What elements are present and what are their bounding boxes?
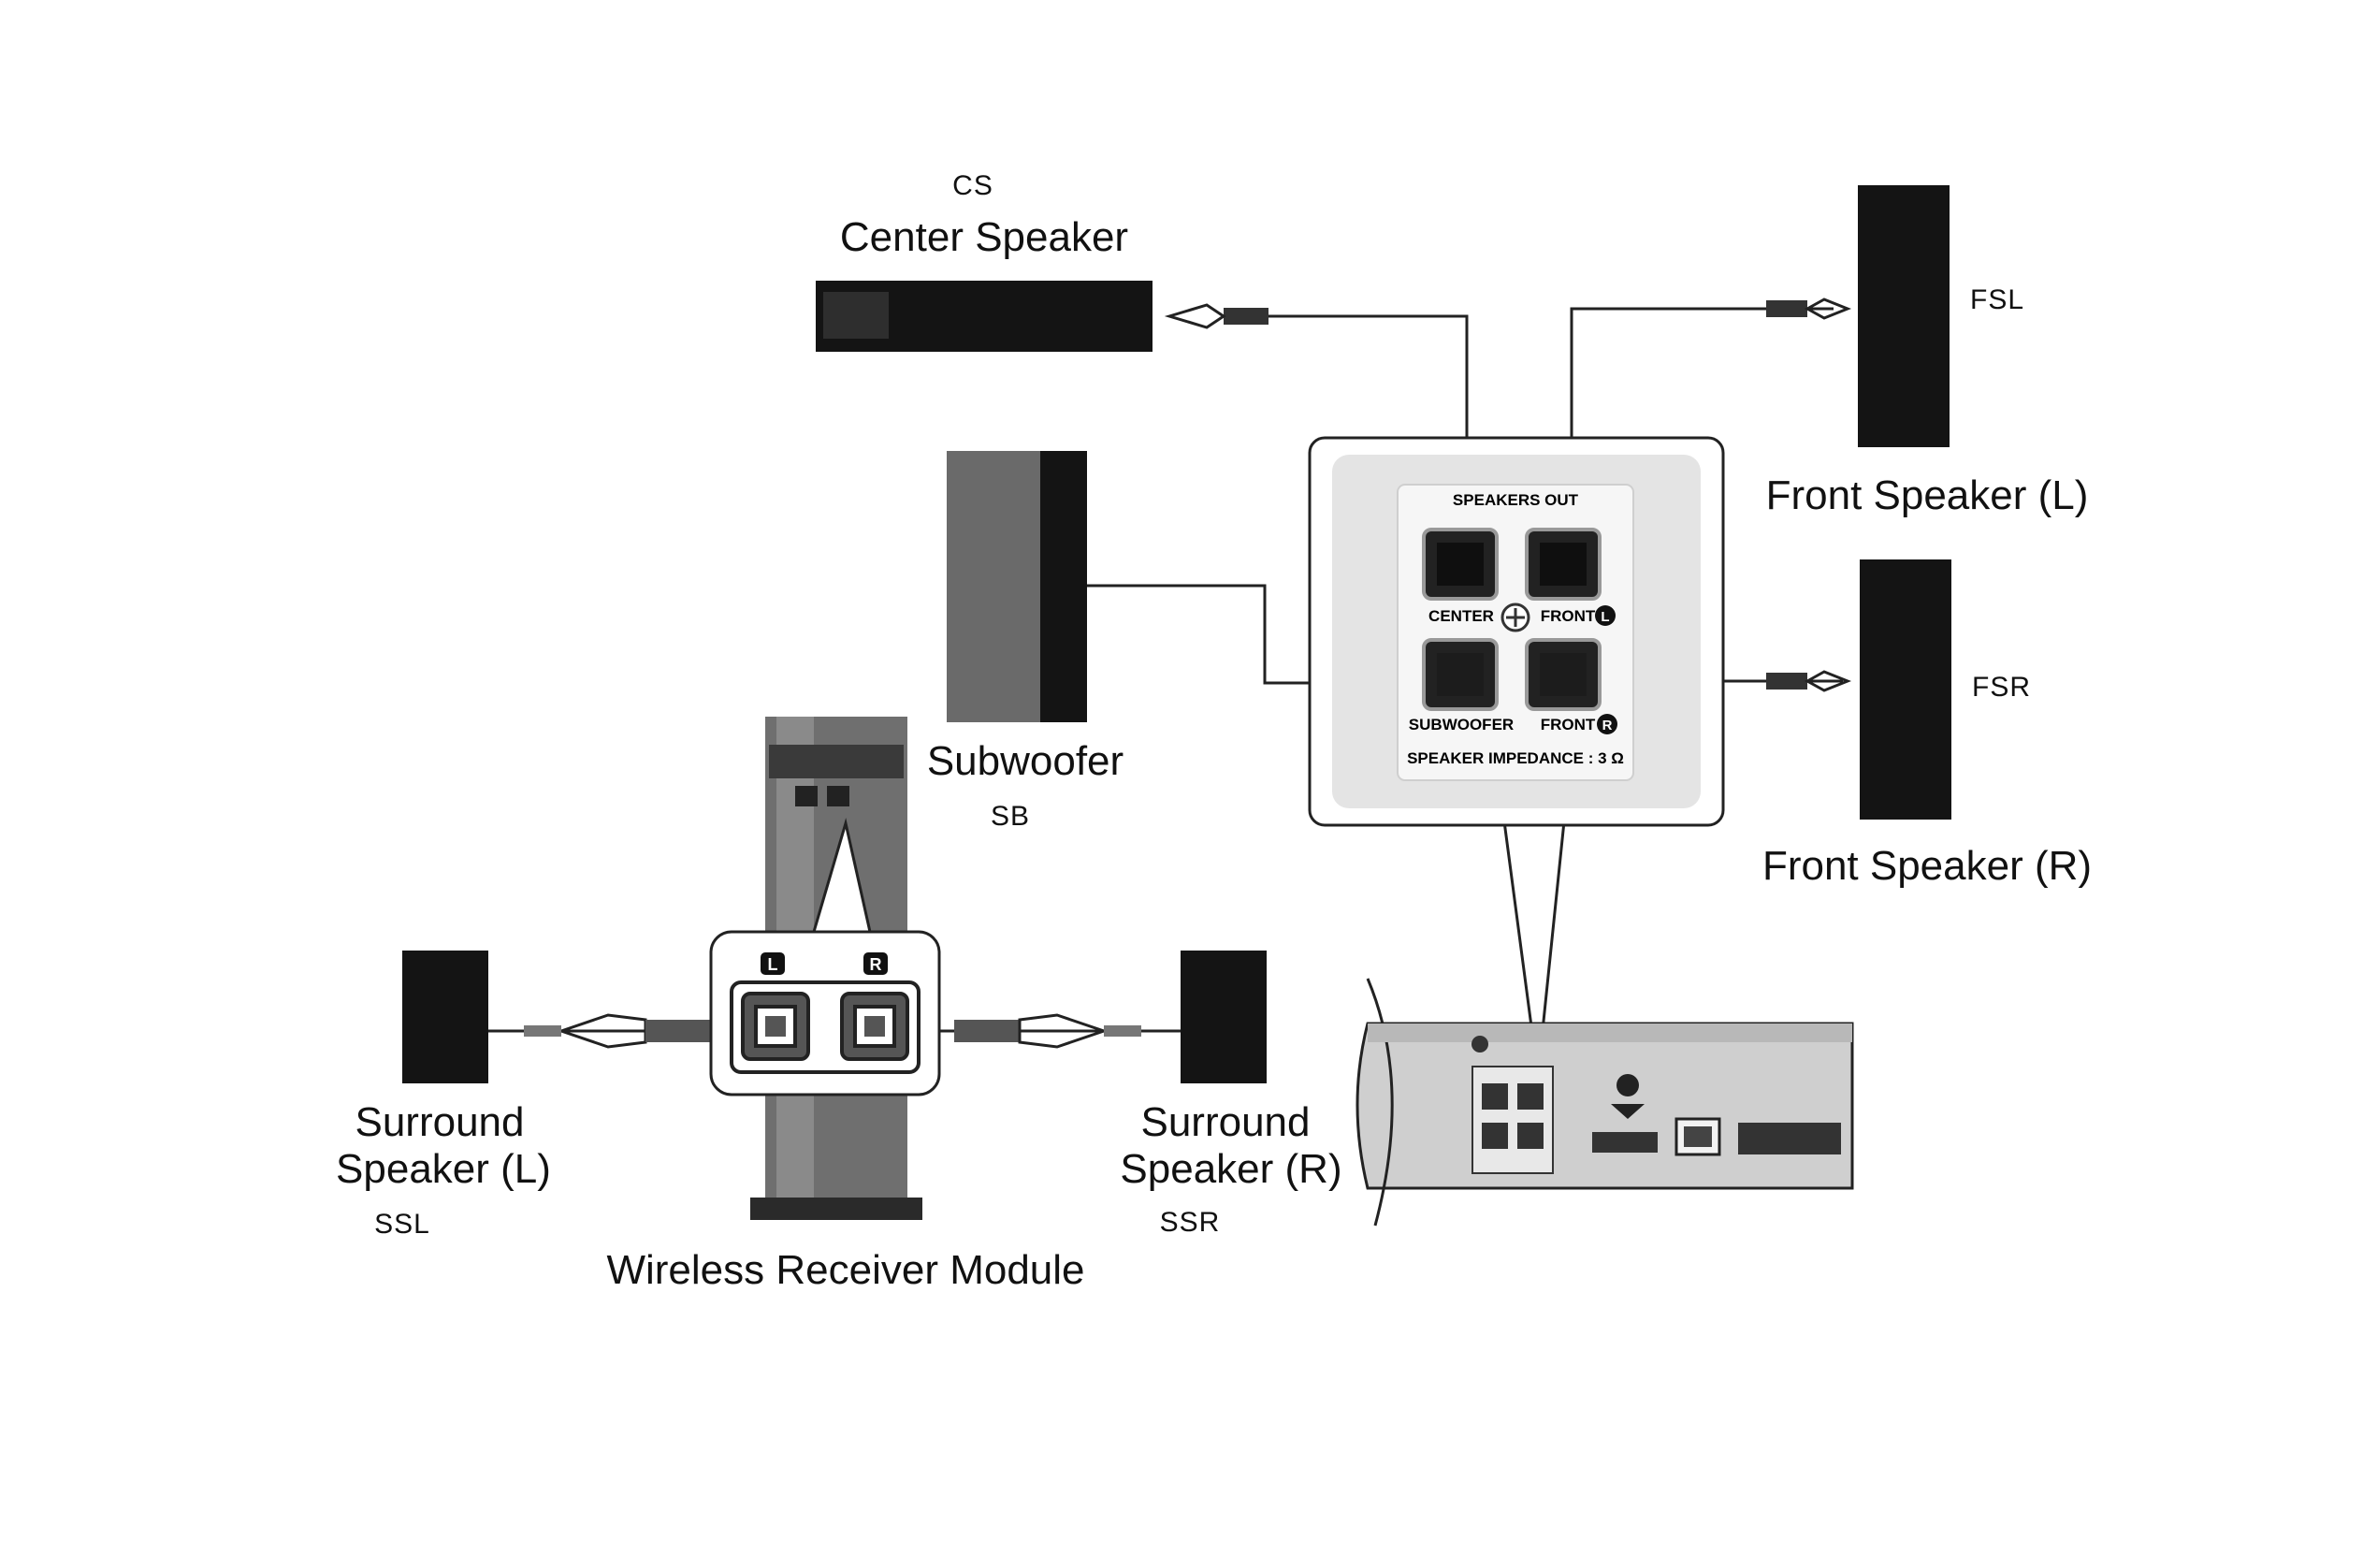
plug-front-right	[1766, 673, 1807, 690]
module-port-right	[840, 992, 909, 1061]
subwoofer-label: Subwoofer	[927, 738, 1124, 784]
main-unit-top-edge	[1368, 1024, 1852, 1042]
speaker-impedance-label: SPEAKER IMPEDANCE : 3 Ω	[1407, 749, 1624, 767]
module-port-left	[741, 992, 810, 1061]
wireless-module-label: Wireless Receiver Module	[606, 1247, 1084, 1293]
port-front-right-label: FRONT	[1541, 716, 1596, 733]
front-left-speaker: FSL Front Speaker (L)	[1766, 185, 2089, 518]
plug-surround-right-fork	[1018, 1013, 1109, 1049]
wire-plugs	[524, 298, 1852, 1049]
port-subwoofer-label: SUBWOOFER	[1409, 716, 1514, 733]
module-port-small	[827, 786, 849, 806]
port-front-left	[1525, 528, 1602, 601]
port-front-left-label: FRONT	[1541, 607, 1596, 625]
mini-port	[1482, 1083, 1508, 1110]
fan-icon	[1611, 1074, 1645, 1119]
subwoofer-front	[947, 451, 1040, 722]
subwoofer: Subwoofer SB	[927, 451, 1124, 832]
center-speaker: CS Center Speaker	[816, 170, 1153, 352]
surround-left-label-line1: Surround	[355, 1099, 524, 1145]
mini-port	[1482, 1123, 1508, 1149]
plug-center-tip	[1164, 303, 1226, 329]
surround-right-speaker: Surround Speaker (R) SSR	[1120, 951, 1342, 1238]
svg-text:L: L	[1601, 609, 1609, 625]
surround-right-label-line2: Speaker (R)	[1120, 1146, 1341, 1192]
front-right-speaker-body	[1860, 559, 1951, 820]
main-unit-curve	[1366, 978, 1394, 1227]
port-center	[1422, 528, 1499, 601]
port-subwoofer	[1422, 638, 1499, 711]
main-unit-rear-panel	[1355, 978, 1854, 1227]
surround-left-speaker-body	[402, 951, 488, 1083]
surround-left-label-line2: Speaker (L)	[336, 1146, 551, 1192]
module-port-small	[795, 786, 818, 806]
mini-port	[1517, 1083, 1544, 1110]
speakers-out-title: SPEAKERS OUT	[1453, 491, 1579, 509]
front-right-speaker: FSR Front Speaker (R)	[1762, 559, 2092, 889]
module-right-badge: R	[863, 952, 888, 975]
lan-port-inner	[1684, 1126, 1712, 1147]
front-right-badge: R	[1597, 714, 1617, 734]
plug-front-left-tip	[1804, 298, 1852, 320]
surround-right-label-line1: Surround	[1140, 1099, 1310, 1145]
front-left-badge: L	[1595, 605, 1616, 626]
svg-text:R: R	[870, 955, 882, 974]
surround-left-code: SSL	[374, 1209, 430, 1240]
center-speaker-shine	[823, 292, 889, 339]
subwoofer-side	[1040, 451, 1087, 722]
plug-center	[1224, 308, 1268, 325]
center-speaker-label: Center Speaker	[840, 214, 1128, 260]
svg-text:L: L	[768, 955, 778, 974]
main-unit-screw-icon	[1471, 1036, 1488, 1053]
main-unit-speaker-terminal	[1471, 1066, 1554, 1174]
plug-surround-right	[954, 1020, 1020, 1042]
front-left-speaker-label: Front Speaker (L)	[1766, 472, 2089, 518]
plug-surround-left-tip	[524, 1025, 561, 1037]
front-left-speaker-body	[1858, 185, 1950, 447]
center-speaker-code: CS	[952, 170, 993, 201]
module-top-panel	[769, 745, 904, 778]
main-unit-body	[1355, 1022, 1854, 1190]
front-right-speaker-label: Front Speaker (R)	[1762, 843, 2092, 889]
main-unit-hdmi-port	[1592, 1132, 1658, 1153]
plug-surround-left	[645, 1020, 711, 1042]
surround-left-speaker: Surround Speaker (L) SSL	[336, 951, 551, 1240]
wireless-receiver-module: L R Wireless Receiver Module	[606, 717, 1085, 1293]
mini-port	[1517, 1123, 1544, 1149]
speakers-out-callout: SPEAKERS OUT CENTER FRONT L	[1308, 436, 1725, 1077]
front-right-speaker-code: FSR	[1972, 672, 2031, 703]
surround-right-speaker-body	[1181, 951, 1267, 1083]
plug-surround-right-tip	[1104, 1025, 1141, 1037]
plug-front-right-tip	[1804, 670, 1852, 692]
surround-right-code: SSR	[1160, 1207, 1221, 1238]
port-front-right	[1525, 638, 1602, 711]
svg-text:R: R	[1602, 718, 1613, 733]
plug-front-left	[1766, 300, 1807, 317]
plus-icon	[1500, 603, 1530, 632]
front-left-speaker-code: FSL	[1970, 284, 2024, 315]
main-unit-power-port	[1738, 1123, 1841, 1154]
module-left-badge: L	[761, 952, 785, 975]
subwoofer-code: SB	[991, 801, 1030, 832]
module-base	[750, 1198, 922, 1220]
port-center-label: CENTER	[1428, 607, 1494, 625]
